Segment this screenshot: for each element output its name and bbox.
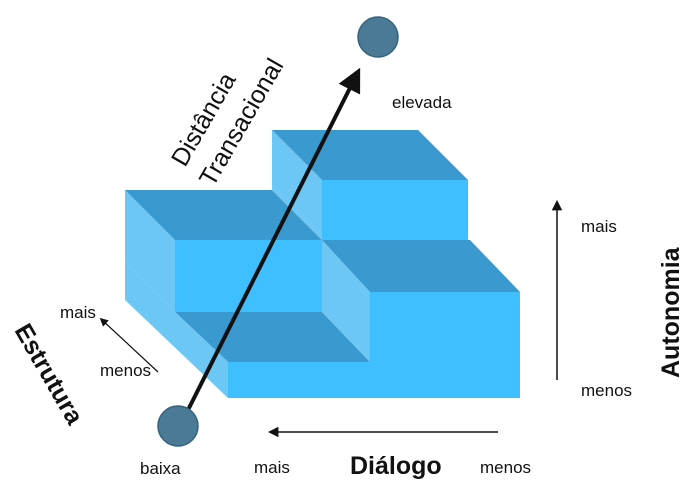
block-base-side [125,262,228,398]
block-top-front [322,180,468,240]
dialogue-less-label: menos [480,458,531,477]
high-node [357,16,399,58]
block-base-top [175,312,370,362]
block-left-side [125,190,175,312]
block-mid-right-top [322,240,520,292]
block-mid-right-front [370,292,520,362]
low-label: baixa [140,459,181,478]
block-mid-right-side [322,240,370,362]
structure-arrow [99,317,159,373]
block-mid-left-front [175,240,322,312]
stepped-block [125,130,520,398]
autonomy-less-label: menos [581,381,632,400]
autonomy-more-label: mais [581,217,617,236]
transactional-distance-arrow [186,67,361,411]
block-base-front [228,362,520,398]
structure-label: Estrutura [9,319,89,430]
structure-less-label: menos [100,361,151,380]
autonomy-label: Autonomia [657,246,685,378]
dialogue-more-label: mais [254,458,290,477]
dialogue-label: Diálogo [350,452,442,480]
block-mid-left-top [125,190,322,240]
low-node [157,405,199,447]
block-top-side [272,130,322,240]
structure-more-label: mais [60,303,96,322]
high-label: elevada [392,93,452,112]
